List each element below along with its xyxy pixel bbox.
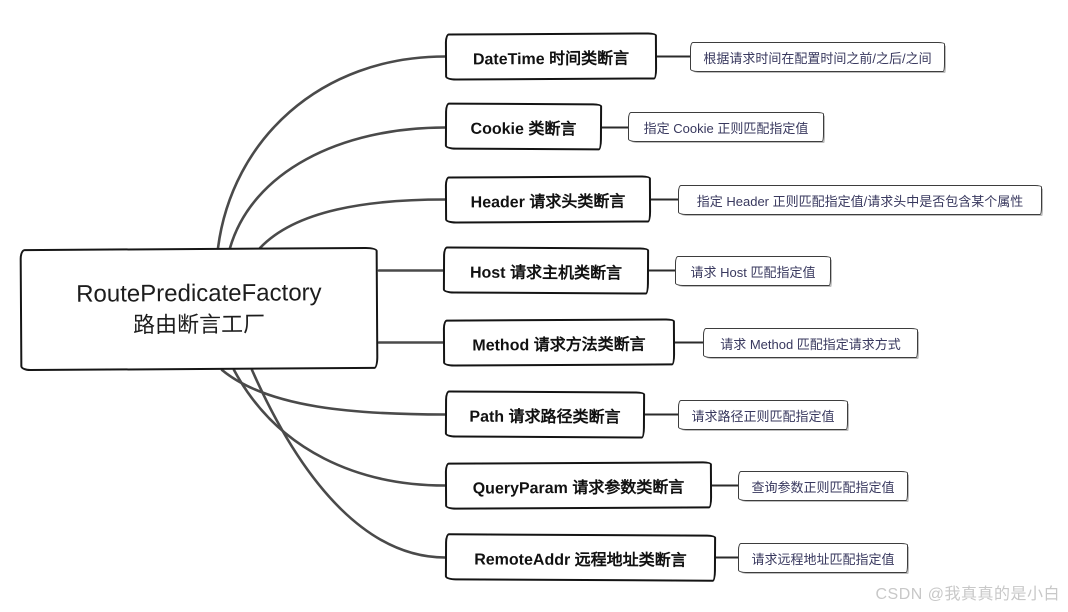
branch-label-header: Header 请求头类断言 xyxy=(470,193,626,211)
connector-root-queryparam xyxy=(232,368,447,487)
detail-label-method: 请求 Method 匹配指定请求方式 xyxy=(720,336,901,352)
branch-label-host: Host 请求主机类断言 xyxy=(469,264,623,282)
connector-root-datetime xyxy=(216,55,447,250)
connector-root-cookie xyxy=(228,126,447,250)
root-title-zh: 路由断言工厂 xyxy=(133,311,266,338)
branch-label-cookie: Cookie 类断言 xyxy=(470,120,577,138)
watermark-csdn: CSDN @我真真的是小白 xyxy=(875,586,1060,603)
branch-label-queryparam: QueryParam 请求参数类断言 xyxy=(472,478,685,498)
branch-node-remoteaddr: RemoteAddr 远程地址类断言 xyxy=(444,533,717,582)
detail-label-queryparam: 查询参数正则匹配指定值 xyxy=(751,479,895,495)
branch-node-method: Method 请求方法类断言 xyxy=(442,318,676,367)
detail-node-datetime: 根据请求时间在配置时间之前/之后/之间 xyxy=(690,42,945,72)
detail-label-header: 指定 Header 正则匹配指定值/请求头中是否包含某个属性 xyxy=(696,193,1024,209)
detail-label-datetime: 根据请求时间在配置时间之前/之后/之间 xyxy=(703,50,932,66)
detail-node-remoteaddr: 请求远程地址匹配指定值 xyxy=(738,543,908,573)
detail-node-cookie: 指定 Cookie 正则匹配指定值 xyxy=(628,112,824,142)
detail-node-method: 请求 Method 匹配指定请求方式 xyxy=(703,328,918,358)
detail-label-path: 请求路径正则匹配指定值 xyxy=(691,408,835,424)
connector-root-header xyxy=(258,198,447,250)
detail-node-host: 请求 Host 匹配指定值 xyxy=(675,256,831,286)
branch-node-path: Path 请求路径类断言 xyxy=(444,390,646,439)
detail-node-queryparam: 查询参数正则匹配指定值 xyxy=(738,471,908,501)
branch-label-remoteaddr: RemoteAddr 远程地址类断言 xyxy=(474,550,687,570)
root-title-en: RoutePredicateFactory xyxy=(76,279,322,308)
branch-label-path: Path 请求路径类断言 xyxy=(469,408,621,426)
detail-label-host: 请求 Host 匹配指定值 xyxy=(690,264,816,280)
branch-node-cookie: Cookie 类断言 xyxy=(444,102,603,151)
branch-label-method: Method 请求方法类断言 xyxy=(472,336,646,354)
detail-node-header: 指定 Header 正则匹配指定值/请求头中是否包含某个属性 xyxy=(678,185,1042,215)
detail-node-path: 请求路径正则匹配指定值 xyxy=(678,400,848,430)
detail-label-cookie: 指定 Cookie 正则匹配指定值 xyxy=(643,120,809,136)
branch-node-datetime: DateTime 时间类断言 xyxy=(444,32,658,81)
detail-label-remoteaddr: 请求远程地址匹配指定值 xyxy=(751,551,895,567)
branch-node-host: Host 请求主机类断言 xyxy=(442,246,650,295)
branch-node-queryparam: QueryParam 请求参数类断言 xyxy=(444,461,713,510)
root-node: RoutePredicateFactory 路由断言工厂 xyxy=(19,246,379,372)
branch-node-header: Header 请求头类断言 xyxy=(444,175,652,224)
connector-root-remoteaddr xyxy=(250,368,447,559)
branch-label-datetime: DateTime 时间类断言 xyxy=(472,50,630,68)
